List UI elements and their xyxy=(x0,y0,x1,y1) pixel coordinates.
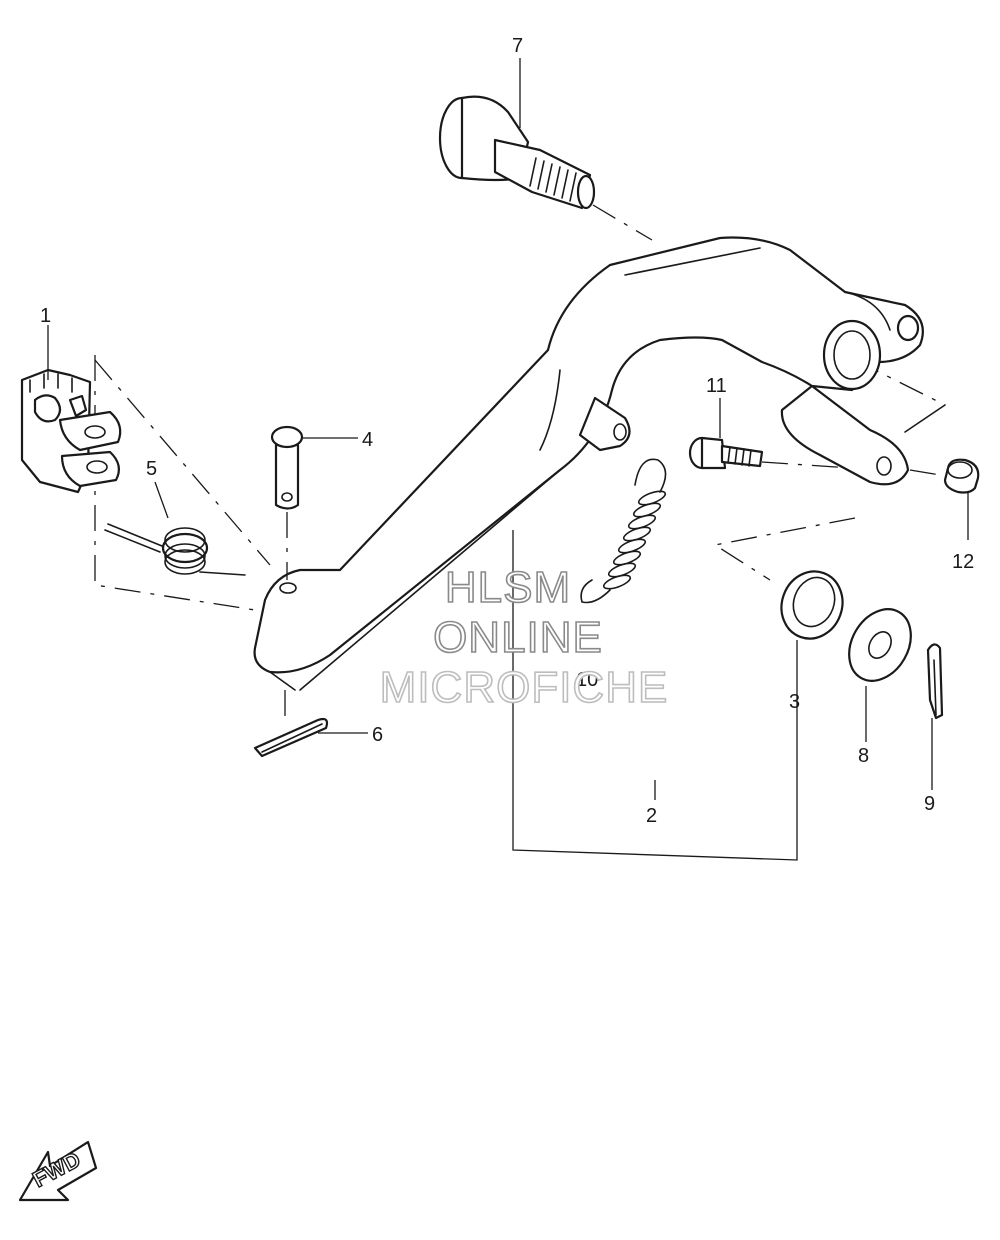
callout-10: 10 xyxy=(576,669,598,691)
callout-11: 11 xyxy=(706,375,727,397)
fwd-direction-arrow: FWD xyxy=(18,1140,98,1202)
part-4-clevis-pin[interactable] xyxy=(270,425,304,510)
callout-6: 6 xyxy=(372,724,383,746)
callout-7: 7 xyxy=(512,35,523,57)
callout-labels: 7 1 5 4 11 12 10 6 3 8 9 2 xyxy=(40,35,974,827)
assembly-lines xyxy=(94,204,946,722)
callout-9: 9 xyxy=(924,793,935,815)
callout-2: 2 xyxy=(646,805,657,827)
callout-1: 1 xyxy=(40,305,51,327)
part-10-tension-spring[interactable] xyxy=(580,458,667,604)
part-8-washer[interactable] xyxy=(837,598,923,692)
callout-5: 5 xyxy=(146,458,157,480)
part-7-pivot-bolt[interactable] xyxy=(438,95,596,210)
callout-12: 12 xyxy=(952,551,974,573)
part-12-bushing[interactable] xyxy=(943,458,980,494)
callout-4: 4 xyxy=(362,429,373,451)
part-6-cotter-pin[interactable] xyxy=(253,717,329,758)
callout-8: 8 xyxy=(858,745,869,767)
watermark: HLSM ONLINE MICROFICHE xyxy=(379,562,669,713)
watermark-line-3: MICROFICHE xyxy=(380,663,669,712)
part-2-bracket-line xyxy=(512,530,798,861)
part-3-seal[interactable] xyxy=(772,563,852,647)
watermark-line-1: HLSM xyxy=(445,563,571,612)
callout-3: 3 xyxy=(789,691,800,713)
part-5-return-spring[interactable] xyxy=(104,523,246,576)
part-11-bolt[interactable] xyxy=(688,436,764,470)
watermark-line-2: ONLINE xyxy=(433,613,603,662)
part-2-brake-pedal[interactable] xyxy=(253,236,924,691)
part-1-stopper-bracket[interactable] xyxy=(20,368,122,494)
part-9-cotter-pin[interactable] xyxy=(926,643,944,720)
